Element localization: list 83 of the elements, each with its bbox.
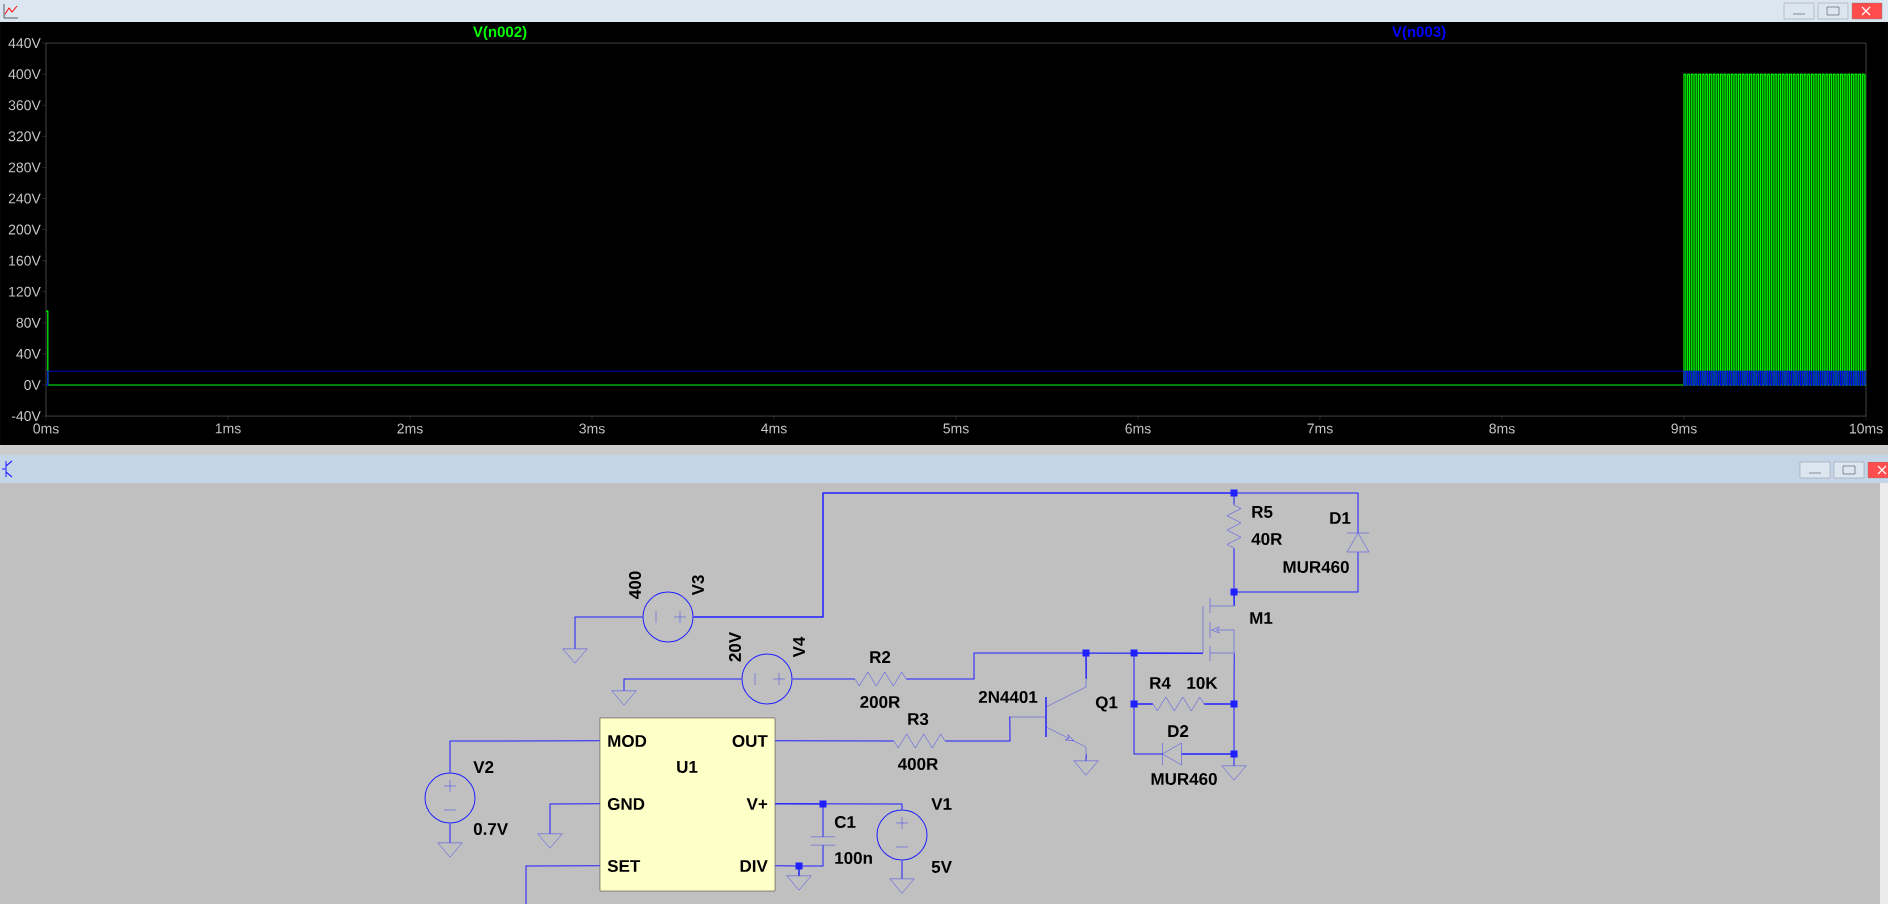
- value-label: 5V: [931, 861, 952, 873]
- x-tick-label: 8ms: [1489, 423, 1515, 434]
- component-label: C1: [834, 816, 856, 828]
- wire: [774, 803, 903, 810]
- value-label: 100n: [835, 852, 872, 864]
- x-tick-label: 4ms: [761, 423, 787, 434]
- component-label: D1: [1330, 512, 1351, 524]
- component-label: R5: [1252, 506, 1273, 518]
- series-label: V(n003): [1392, 26, 1446, 40]
- ground-symbol: [537, 833, 563, 849]
- ground-symbol: [889, 878, 915, 894]
- x-tick-label: 6ms: [1125, 423, 1151, 434]
- pin-label: GND: [607, 798, 645, 810]
- y-tick-label: 280V: [8, 162, 41, 173]
- value-label: MUR460: [1283, 561, 1349, 573]
- wire: [792, 678, 856, 680]
- component-label: V1: [931, 798, 952, 810]
- value-label: 10K: [1187, 677, 1218, 689]
- y-tick-label: 440V: [8, 38, 41, 49]
- x-tick-label: 2ms: [397, 423, 423, 434]
- y-tick-label: 80V: [16, 317, 41, 328]
- y-tick-label: 120V: [9, 286, 41, 297]
- component-label: M1: [1250, 612, 1273, 624]
- wire: [798, 844, 824, 877]
- value-label: 200R: [860, 696, 900, 708]
- wire: [1133, 703, 1163, 755]
- y-tick-label: 160V: [9, 255, 41, 266]
- ground-symbol: [437, 842, 463, 858]
- wire: [944, 716, 1011, 742]
- wire: [1233, 551, 1359, 607]
- component-label: D2: [1168, 725, 1189, 737]
- pin-label: OUT: [732, 735, 768, 747]
- component-label: V4: [793, 636, 805, 658]
- ground-symbol: [611, 690, 637, 706]
- pin-label: V+: [746, 798, 768, 810]
- wire: [901, 860, 903, 880]
- y-tick-label: -40V: [11, 411, 41, 422]
- ground-symbol: [1073, 760, 1099, 776]
- x-tick-label: 5ms: [943, 423, 969, 434]
- ground-symbol: [786, 875, 812, 891]
- x-tick-label: 1ms: [215, 423, 241, 434]
- value-label: 400R: [897, 758, 938, 770]
- wire: [1181, 753, 1235, 767]
- component-label: V2: [473, 761, 494, 773]
- wire: [549, 803, 601, 835]
- value-label: 400: [629, 571, 642, 599]
- wire: [449, 740, 601, 773]
- ground-symbol: [562, 648, 588, 664]
- wire: [623, 678, 742, 692]
- series-label: V(n002): [473, 26, 527, 40]
- y-tick-label: 360V: [8, 100, 41, 111]
- value-label: MUR460: [1151, 773, 1217, 785]
- ground-symbol: [1221, 765, 1247, 781]
- value-label: 2N4401: [978, 691, 1038, 703]
- pin-label: SET: [607, 860, 641, 872]
- x-tick-label: 7ms: [1307, 423, 1333, 434]
- x-tick-label: 10ms: [1849, 423, 1883, 434]
- component-label: R2: [870, 651, 891, 663]
- wire: [774, 740, 895, 742]
- pin-label: MOD: [608, 735, 647, 747]
- pin-label: DIV: [740, 860, 768, 872]
- component-label: R3: [908, 712, 929, 725]
- value-label: 20V: [729, 632, 742, 662]
- y-tick-label: 40V: [16, 348, 41, 359]
- component-label: R4: [1150, 677, 1171, 689]
- component-label: V3: [692, 575, 705, 596]
- value-label: 0.7V: [473, 823, 509, 835]
- value-label: 40R: [1251, 533, 1283, 545]
- wire: [1085, 753, 1087, 762]
- component-label: U1: [677, 761, 698, 773]
- component-label: Q1: [1095, 696, 1118, 712]
- wire: [525, 865, 601, 904]
- y-tick-label: 200V: [8, 224, 41, 235]
- y-tick-label: 0V: [24, 380, 41, 390]
- y-tick-label: 400V: [8, 69, 41, 80]
- x-tick-label: 3ms: [579, 423, 605, 434]
- y-tick-label: 240V: [8, 193, 41, 204]
- y-tick-label: 320V: [8, 131, 41, 142]
- x-tick-label: 0ms: [33, 423, 59, 434]
- wire: [574, 616, 643, 650]
- wire: [693, 492, 1359, 618]
- wire: [449, 823, 451, 844]
- x-tick-label: 9ms: [1671, 423, 1697, 434]
